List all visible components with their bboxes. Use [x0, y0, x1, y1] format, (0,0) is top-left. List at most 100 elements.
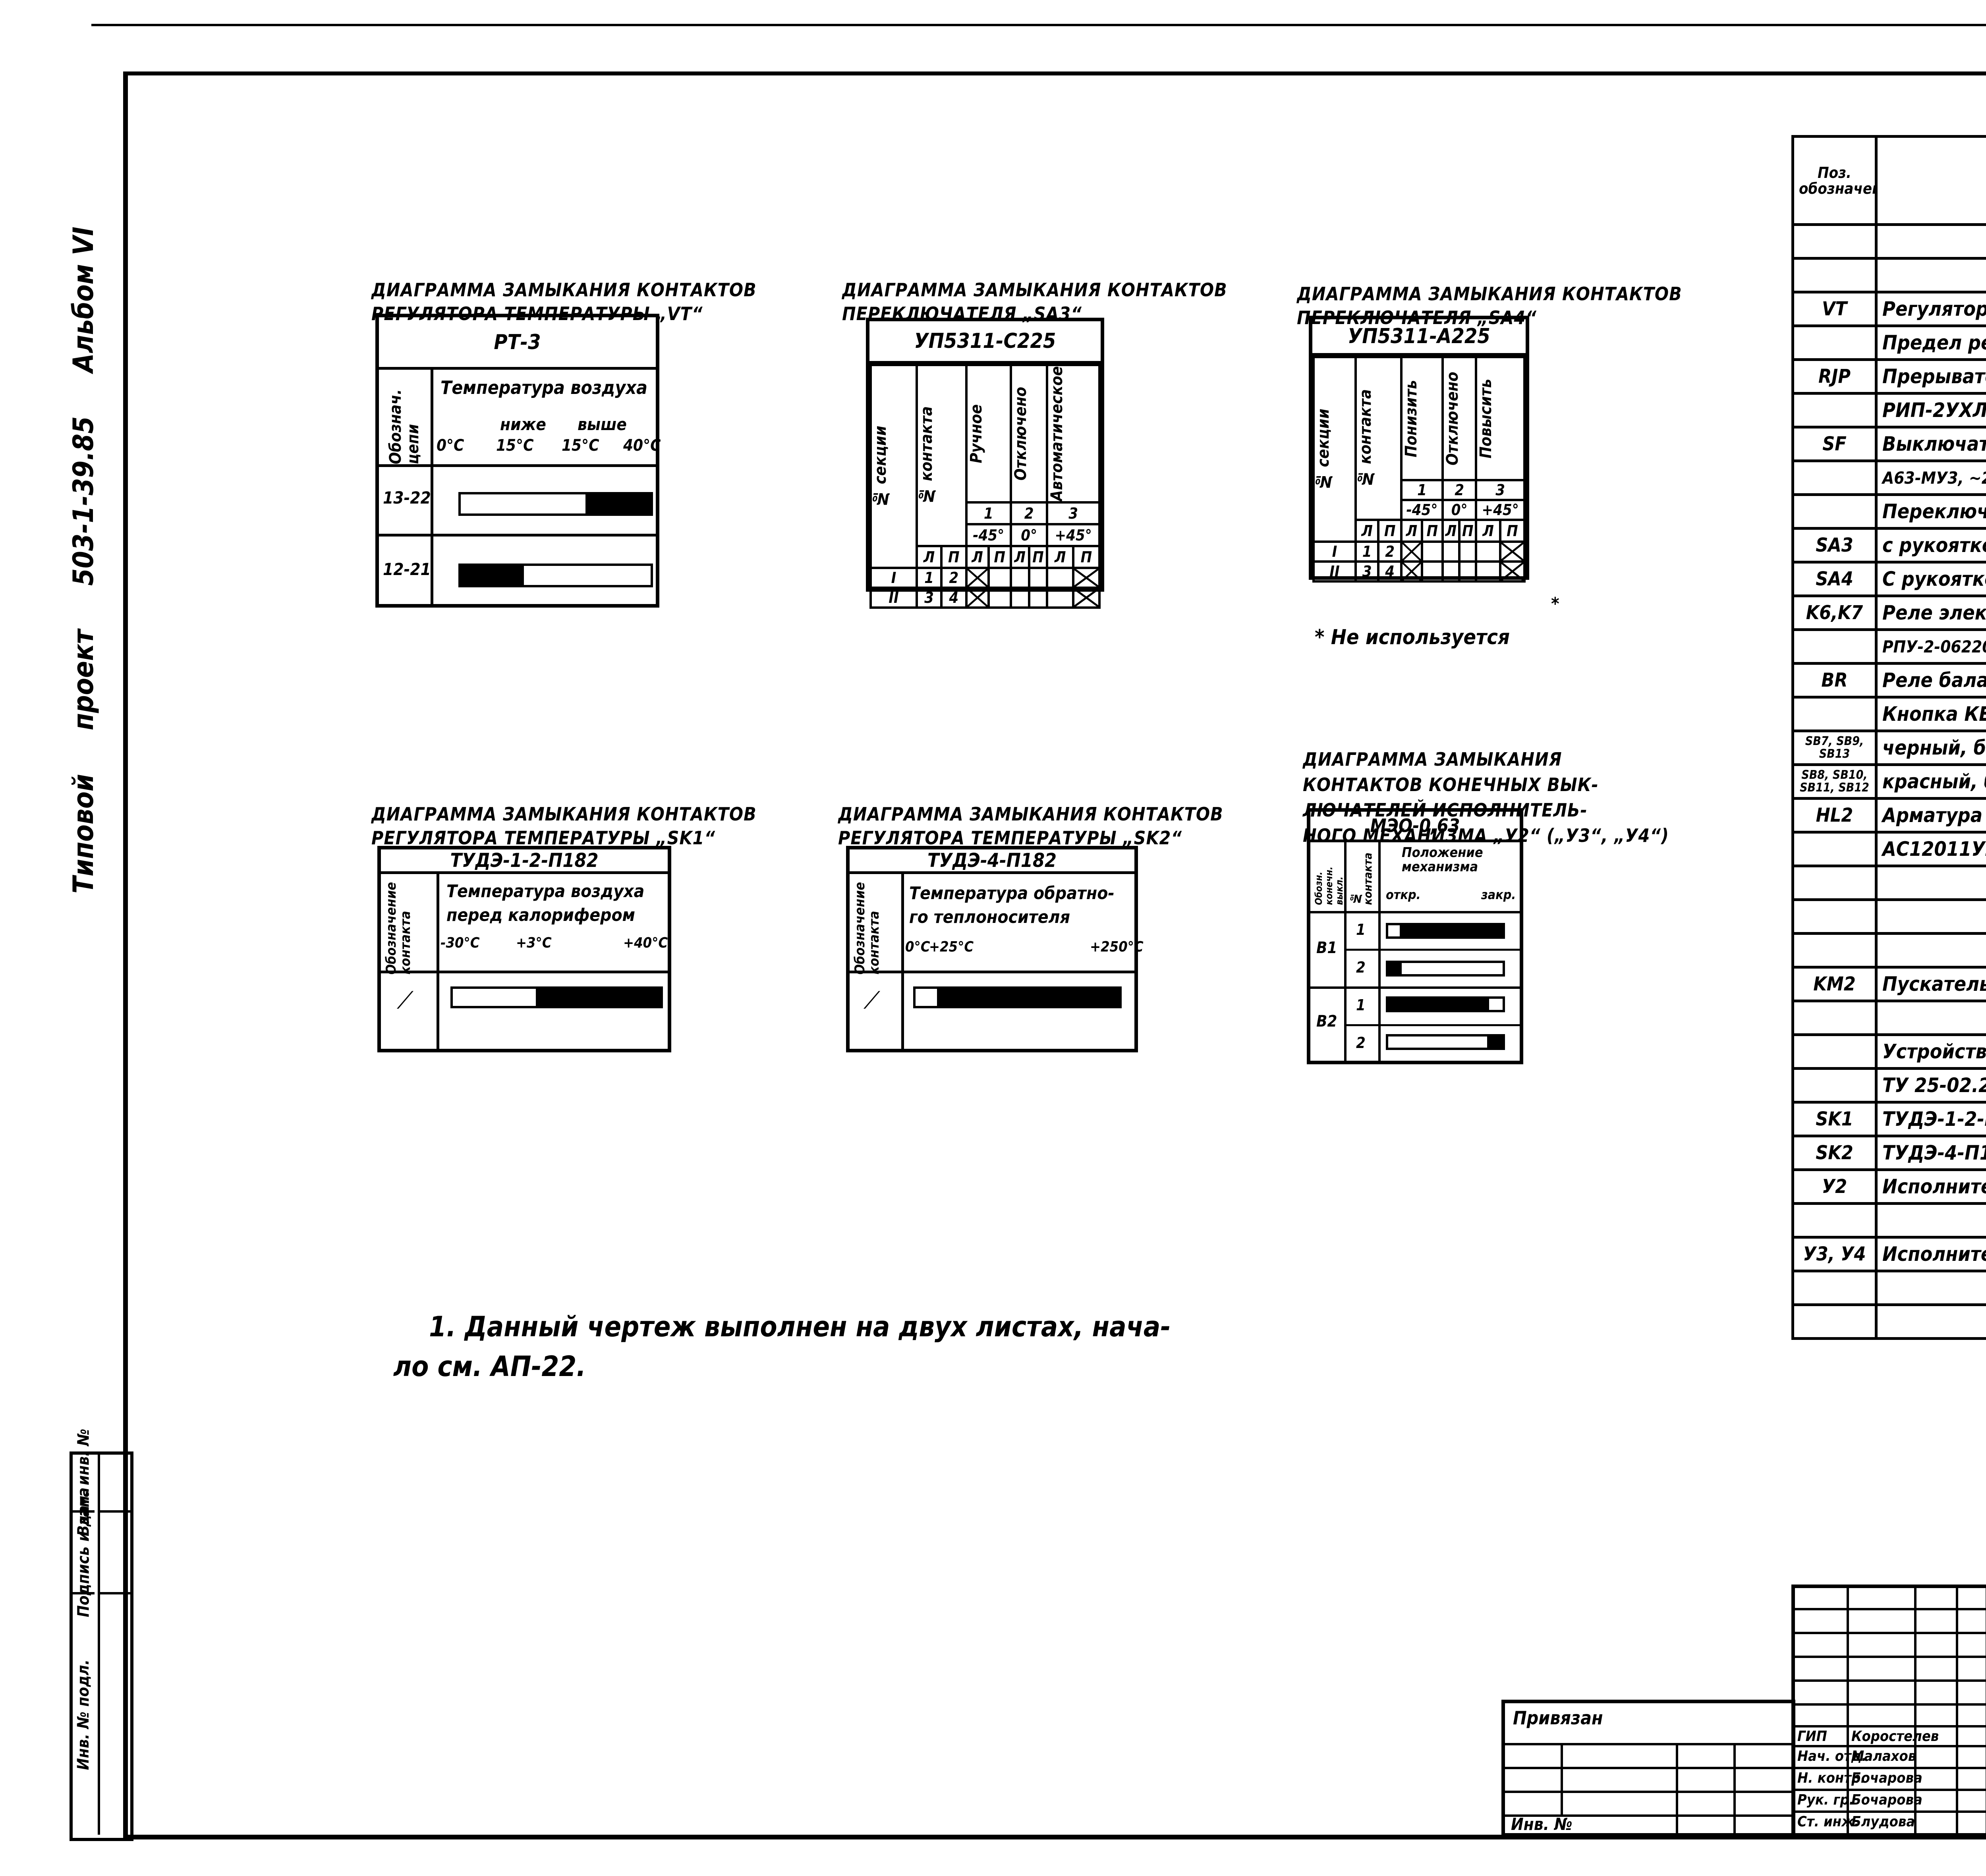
- position-number: 2: [1009, 501, 1049, 525]
- closed-label: закр.: [1481, 887, 1516, 902]
- lr-label: П: [1458, 519, 1478, 543]
- switch-label: B2: [1316, 1012, 1337, 1031]
- diagram-y2: МЭО-0,63 Обозн. конечн. выкл. № контакта…: [1307, 808, 1523, 1064]
- circuit-label: 13-22: [383, 488, 431, 508]
- diagram-sk2-title: Диаграмма замыкания контактов регулятора…: [838, 803, 1223, 849]
- stamp-replacement-inv: Взам. инв. №: [73, 1429, 95, 1536]
- signature-name: Малахов: [1851, 1748, 1916, 1764]
- diagram-sk1-header-line2: перед калорифером: [446, 905, 636, 925]
- spec-cell-pos: BR: [1791, 662, 1878, 699]
- diagram-sa3: УП5311-С225 № секции № контакта Ручное О…: [866, 318, 1104, 609]
- signature-role: Нач. отд.: [1797, 1748, 1867, 1764]
- spec-section-row: По месту: [1791, 898, 1986, 935]
- tick-label: 15°C: [496, 436, 534, 455]
- signature-name: Коростелев: [1851, 1728, 1939, 1745]
- position-name: Автоматическое: [1048, 366, 1066, 501]
- diagram-sk1-col-header: Обозначение контакта: [383, 882, 413, 975]
- spec-row: АС12011У2, ~220В, ТУ16-535.930-761бавочн…: [1791, 831, 1986, 867]
- switch-row: I 1 2: [869, 567, 1101, 589]
- position-angle: +45°: [1046, 523, 1101, 547]
- spec-cell-pos: [1791, 1000, 1878, 1036]
- position-angle: -45°: [965, 523, 1012, 547]
- spec-cell-name: [1875, 1000, 1986, 1036]
- diagram-sk2-col-header: Обозначение контакта: [852, 882, 882, 975]
- spec-cell-pos: [1791, 1270, 1878, 1306]
- spec-cell-pos: [1791, 459, 1878, 496]
- circuit-label: 12-21: [383, 560, 431, 579]
- top-trim-line: [91, 24, 1986, 26]
- lr-label: П: [1072, 545, 1101, 569]
- side-label-type: Типовой: [67, 774, 100, 894]
- diagram-sk1-device: ТУДЭ-1-2-П182: [381, 849, 668, 874]
- tick-label: +25°C: [929, 939, 974, 955]
- spec-cell-name: ТУДЭ-4-П182: [1875, 1135, 1986, 1171]
- contact-bar: [1386, 961, 1505, 977]
- spec-cell-pos: [1791, 932, 1878, 969]
- spec-cell-pos: SK2: [1791, 1135, 1878, 1171]
- contact-number: 4: [1377, 560, 1403, 583]
- signature-role: Н. контр.: [1797, 1770, 1866, 1786]
- spec-cell-pos: VT: [1791, 291, 1878, 327]
- spec-cell-pos: [1791, 257, 1878, 293]
- spec-cell-pos: HL2: [1791, 797, 1878, 834]
- spec-cell-name: РИП-2УХЛ4 ~220В, 50Гц, ТУ36-1748-74: [1875, 392, 1986, 428]
- switch-row: II 3 4: [1312, 560, 1526, 583]
- closed-x-icon: [1400, 540, 1423, 563]
- open-label: откр.: [1386, 887, 1421, 902]
- tick-label: 40°C: [623, 436, 661, 455]
- spec-cell-name: ТУ 25-02.281074-78: [1875, 1067, 1986, 1104]
- spec-cell-pos: [1791, 392, 1878, 428]
- bound-block: Привязан Инв. №: [1501, 1700, 1795, 1838]
- spec-cell-name: Исполнительный механизм МЭО-0,63/63-0,25…: [1875, 1236, 1986, 1272]
- contact-number: 2: [940, 567, 968, 589]
- sa4-footnote: * Не используется: [1315, 625, 1510, 649]
- spec-cell-name: А63-МУ3, ~220В, Jн=1,6А; Jотс=1,3Jн, ТУ1…: [1875, 459, 1986, 496]
- tick-label: 0°C: [905, 939, 930, 955]
- spec-cell-pos: [1791, 831, 1878, 867]
- spec-row: паном 25ч 939 нж: [1791, 1202, 1986, 1239]
- spec-cell-name: Переключатель универсальный, ТУ16-524.07…: [1875, 493, 1986, 530]
- contact-closed-segment: [536, 986, 663, 1008]
- closed-x-icon: [1499, 560, 1526, 583]
- diagram-vt-left-col: [379, 370, 433, 604]
- spec-cell-pos: SA4: [1791, 561, 1878, 597]
- spec-cell-pos: KM2: [1791, 966, 1878, 1002]
- spec-row: ркуляционными: [1791, 1270, 1986, 1306]
- contact-number: 1: [1356, 921, 1366, 938]
- spec-cell-pos: [1791, 1067, 1878, 1104]
- lr-label: Л: [1354, 519, 1380, 543]
- switch-row: I 1 2: [1312, 540, 1526, 563]
- spec-cell-pos: SB8, SB10, SB11, SB12: [1791, 763, 1878, 800]
- spec-cell-pos: RJP: [1791, 358, 1878, 395]
- spec-header-row: Поз. обозначение Наименование Кол. Приме…: [1791, 135, 1986, 226]
- spec-row: SFВыключатель автоматический однополюсны…: [1791, 426, 1986, 462]
- position-number: 1: [965, 501, 1012, 525]
- side-label-code: 503-1-39.85: [67, 416, 100, 586]
- spec-cell-name: красный, без надписи: [1875, 763, 1986, 800]
- spec-cell-pos: [1791, 1202, 1878, 1239]
- spec-cell-name: Щит автоматизации: [1875, 223, 1986, 260]
- spec-cell-name: По месту: [1875, 898, 1986, 935]
- spec-cell-pos: SA3: [1791, 527, 1878, 564]
- contact-closed-segment: [458, 564, 524, 587]
- frame-top-border: [123, 71, 1986, 75]
- stamp-original-inv: Инв. № подл.: [74, 1659, 93, 1770]
- spec-row: Кнопка КЕ-011У3, исп. 2, ТУ 16-526.407-7…: [1791, 696, 1986, 732]
- section-number: I: [1312, 540, 1357, 563]
- lr-label: П: [1499, 519, 1526, 543]
- spec-row: Переключатель универсальный, ТУ16-524.07…: [1791, 493, 1986, 530]
- spec-row: У2Исполнительный механизм МЭО-0,631Компл…: [1791, 1168, 1986, 1205]
- contact-number: 3: [1354, 560, 1380, 583]
- closed-x-icon: [1499, 540, 1526, 563]
- contact-closed-segment: [1386, 961, 1402, 977]
- spec-cell-name: черный, без надписи: [1875, 730, 1986, 766]
- closed-x-icon: [1072, 567, 1101, 589]
- diagram-y2-contact-header: № контакта: [1349, 852, 1374, 905]
- inventory-number-label: Инв. №: [1511, 1814, 1573, 1834]
- position-angle: 0°: [1441, 499, 1478, 521]
- contact-closed-segment: [1400, 923, 1505, 939]
- spec-cell-name: Регулятор температуры РТ-3. Градуировка …: [1875, 291, 1986, 327]
- tick-label: +3°C: [516, 935, 552, 951]
